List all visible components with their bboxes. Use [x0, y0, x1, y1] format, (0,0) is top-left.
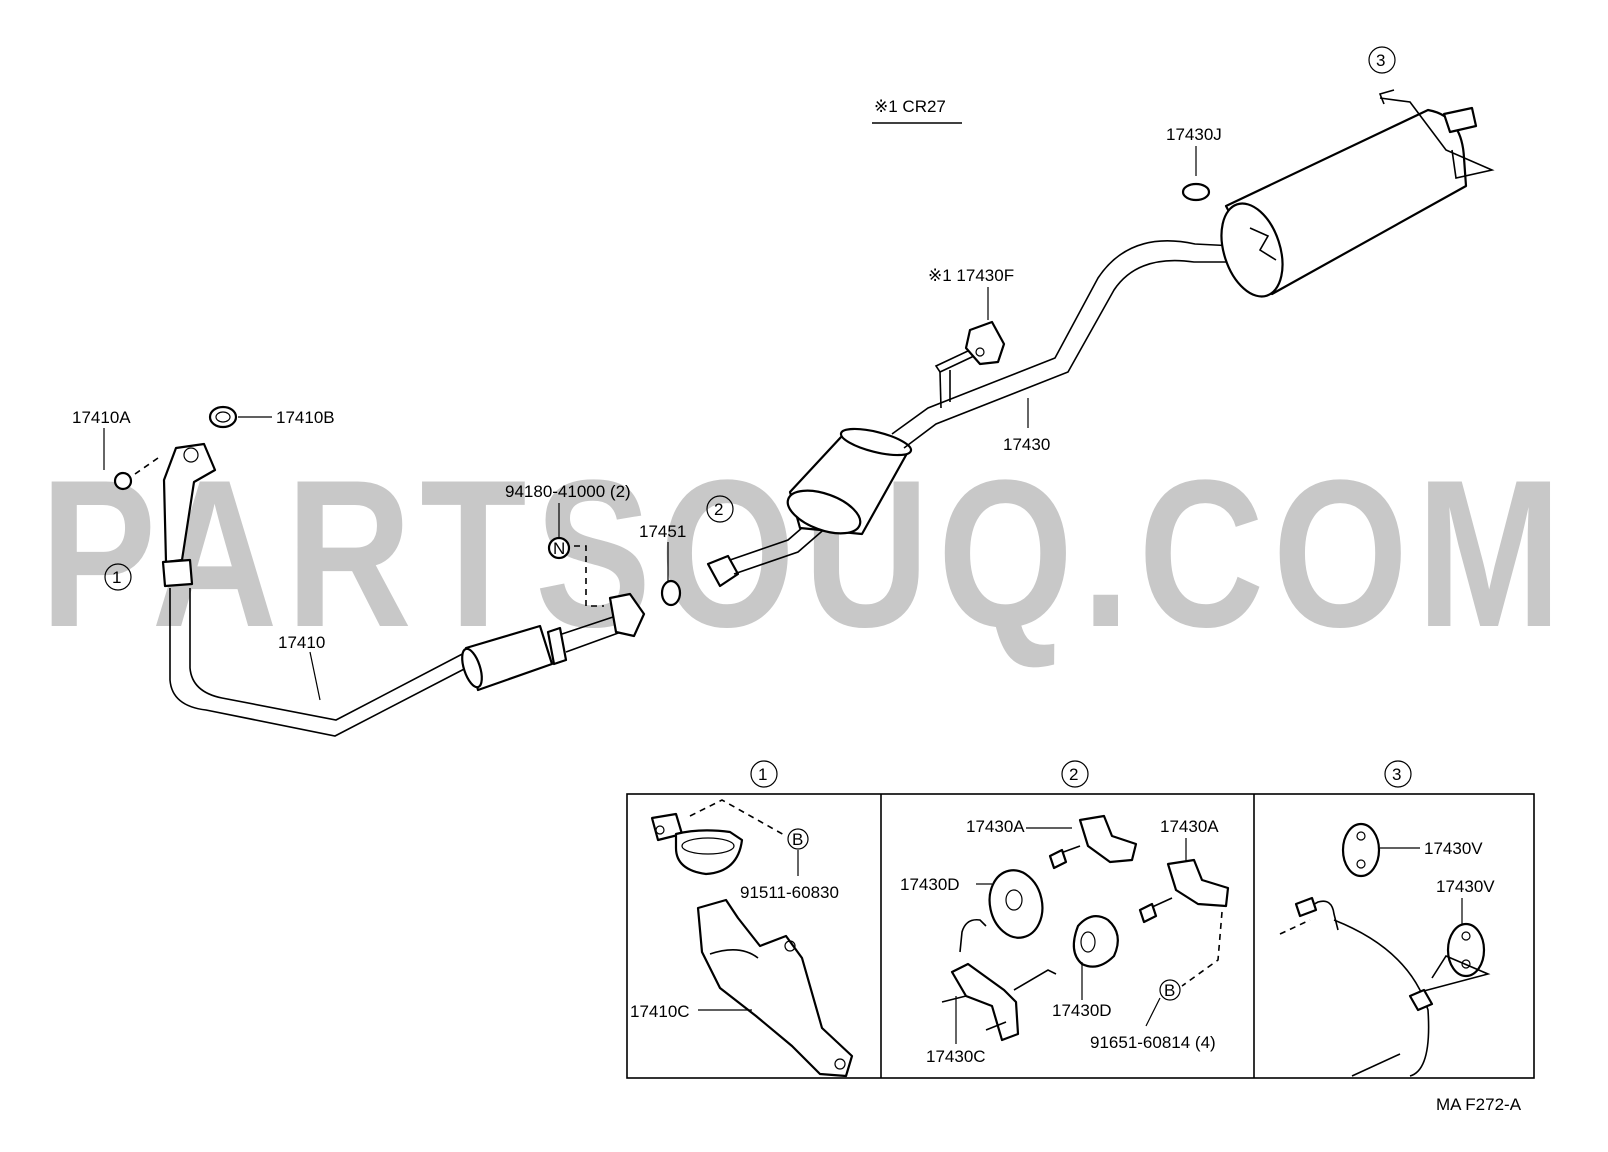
part-17430v-rubber-1[interactable]	[1341, 822, 1381, 878]
callout-2: 2	[714, 500, 723, 519]
label-17430j: 17430J	[1166, 125, 1222, 144]
inset-2-header: 2	[1069, 765, 1078, 784]
label-17430v-1: 17430V	[1424, 839, 1483, 858]
inset-1-header: 1	[758, 765, 767, 784]
inset-3-muffler-hanger[interactable]	[1279, 896, 1491, 1077]
inset-1-clamp[interactable]	[650, 812, 744, 876]
part-17430v-rubber-2[interactable]	[1446, 922, 1486, 978]
label-17430c: 17430C	[926, 1047, 986, 1066]
part-17410b-gasket[interactable]	[208, 405, 238, 429]
label-17410: 17410	[278, 633, 325, 652]
part-17430a-bracket-1[interactable]	[1048, 814, 1138, 870]
label-17410c: 17410C	[630, 1002, 690, 1021]
label-17430a-1: 17430A	[966, 817, 1025, 836]
label-94180-41000: 94180-41000 (2)	[505, 482, 631, 501]
detail-inset-table	[626, 793, 1535, 1079]
label-17451: 17451	[639, 522, 686, 541]
label-91511-60830: 91511-60830	[740, 883, 839, 902]
part-17430d-rubber-1[interactable]	[983, 865, 1048, 942]
tail-muffler[interactable]	[1211, 89, 1495, 304]
label-17430a-2: 17430A	[1160, 817, 1219, 836]
part-17430c-bracket[interactable]	[941, 918, 1057, 1042]
callout-1: 1	[112, 568, 121, 587]
watermark: PARTSOUQ.COM	[40, 436, 1570, 671]
label-17430: 17430	[1003, 435, 1050, 454]
label-17430v-2: 17430V	[1436, 877, 1495, 896]
label-17430f: ※1 17430F	[928, 266, 1014, 285]
center-exhaust-pipe[interactable]	[706, 240, 1236, 588]
b-mark-1: B	[792, 830, 803, 849]
b-mark-2: B	[1164, 981, 1175, 1000]
part-17430d-rubber-2[interactable]	[1072, 915, 1119, 968]
label-91651-60814: 91651-60814 (4)	[1090, 1033, 1216, 1052]
part-17430f-hanger[interactable]	[964, 320, 1006, 366]
label-17430d-1: 17430D	[900, 875, 960, 894]
n-mark: N	[553, 539, 565, 558]
callout-3: 3	[1376, 51, 1385, 70]
part-17430a-bracket-2[interactable]	[1138, 858, 1230, 924]
label-17430d-2: 17430D	[1052, 1001, 1112, 1020]
label-17410a: 17410A	[72, 408, 131, 427]
note-cr27: ※1 CR27	[874, 97, 946, 116]
front-exhaust-pipe[interactable]	[161, 442, 646, 737]
inset-3-header: 3	[1392, 765, 1401, 784]
part-17410a-nut[interactable]	[113, 471, 133, 491]
inset-1-heat-shield[interactable]	[696, 898, 854, 1078]
label-17410b: 17410B	[276, 408, 335, 427]
figure-code: MA F272-A	[1436, 1095, 1522, 1114]
